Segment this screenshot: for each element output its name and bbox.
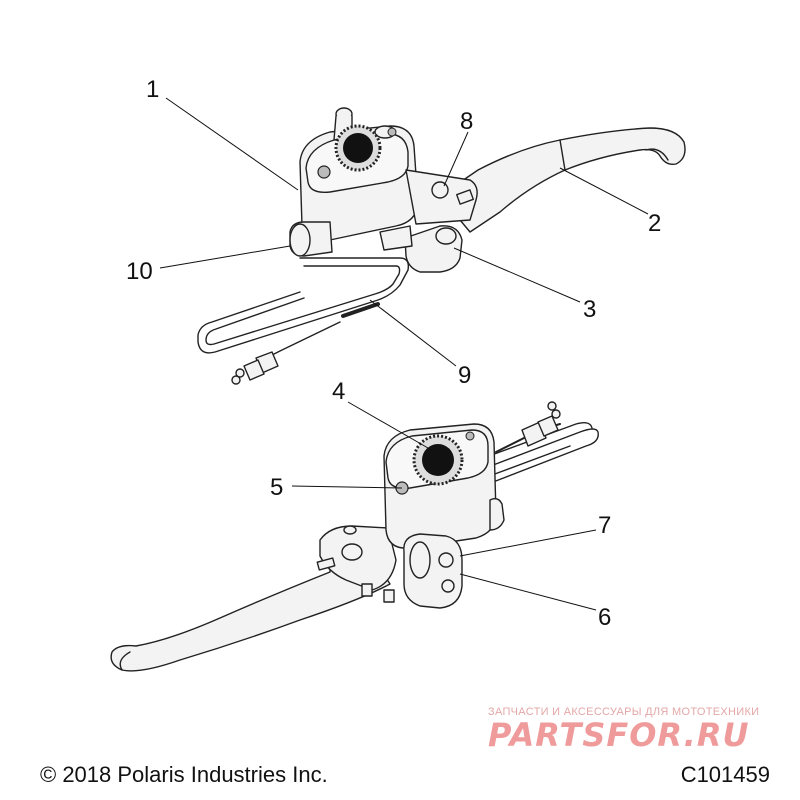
upper-reservoir-cap <box>334 124 382 172</box>
callout-6: 6 <box>598 604 612 631</box>
upper-lid-screw <box>317 165 331 179</box>
upper-lever <box>439 127 686 233</box>
callout-10: 10 <box>126 258 153 285</box>
diagram-code: C101459 <box>680 762 770 787</box>
watermark-tagline: ЗАПЧАСТИ И АКСЕССУАРЫ ДЛЯ МОТОТЕХНИКИ <box>488 706 760 718</box>
upper-connector <box>231 351 279 385</box>
callout-2: 2 <box>648 210 662 237</box>
callout-4: 4 <box>332 378 346 405</box>
leader-lines <box>159 97 649 611</box>
callout-7: 7 <box>598 512 612 539</box>
callout-1: 1 <box>146 76 160 103</box>
callout-9: 9 <box>458 362 472 389</box>
lower-connector <box>521 401 561 447</box>
lower-lever <box>110 555 391 672</box>
copyright-text: © 2018 Polaris Industries Inc. <box>40 762 328 787</box>
callout-3: 3 <box>583 296 597 323</box>
upper-hose-assembly <box>197 257 410 361</box>
watermark-logo: PARTSFOR.RU <box>488 716 750 754</box>
callout-5: 5 <box>270 474 284 501</box>
lower-reservoir-cap <box>412 434 464 486</box>
callout-8: 8 <box>460 108 474 135</box>
